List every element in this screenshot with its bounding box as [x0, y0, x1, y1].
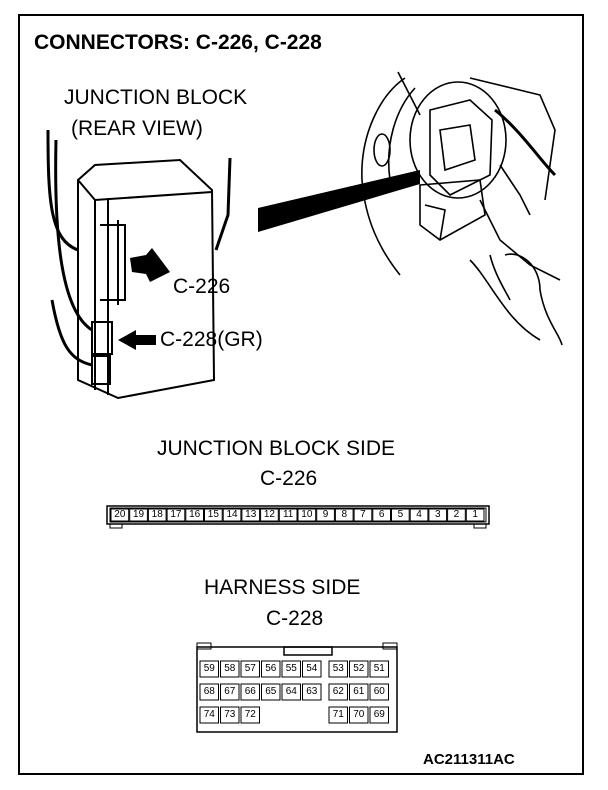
c226-pin: 10	[301, 509, 313, 520]
c226-pin: 17	[170, 509, 182, 520]
c228-pin: 57	[244, 663, 256, 674]
c226-pin: 12	[263, 509, 275, 520]
c228-pin: 74	[203, 709, 215, 720]
figure-code: AC211311AC	[423, 751, 515, 768]
c228-pin: 70	[353, 709, 365, 720]
c228-pin: 66	[244, 686, 256, 697]
c228-pin: 67	[224, 686, 236, 697]
c228-pin: 68	[203, 686, 215, 697]
c228-pin: 72	[244, 709, 256, 720]
c226-callout-label: C-226	[173, 275, 231, 298]
c228-pin: 53	[332, 663, 344, 674]
c226-pin: 9	[322, 509, 329, 520]
c226-pin: 15	[207, 509, 219, 520]
c226-pin: 1	[472, 509, 478, 520]
c226-pin: 2	[453, 509, 460, 520]
c226-pin: 11	[282, 509, 294, 520]
c228-pin: 69	[373, 709, 385, 720]
c228-pin: 59	[203, 663, 215, 674]
c226-pin: 7	[360, 509, 366, 520]
c226-pin: 8	[341, 509, 348, 520]
c226-pin: 18	[151, 509, 163, 520]
c226-pin: 3	[434, 509, 441, 520]
c228-pin: 71	[332, 709, 344, 720]
c226-pin: 6	[378, 509, 385, 520]
c228-callout-label: C-228(GR)	[160, 328, 263, 351]
c226-pin: 16	[189, 509, 201, 520]
c228-pin: 64	[285, 686, 297, 697]
c228-pin: 54	[306, 663, 318, 674]
c226-pin: 19	[132, 509, 145, 520]
c228-pin: 61	[353, 686, 365, 697]
c228-pin: 56	[265, 663, 277, 674]
harness-side-connector-label: C-228	[266, 607, 324, 630]
c226-pin: 13	[245, 509, 257, 520]
c228-pin: 62	[332, 686, 344, 697]
c226-pin: 4	[416, 509, 422, 520]
c226-pin: 14	[226, 509, 238, 520]
c226-pin: 20	[114, 509, 126, 520]
c228-pin: 63	[306, 686, 318, 697]
c228-pin: 60	[373, 686, 385, 697]
c228-pin: 51	[373, 663, 385, 674]
junction-block-subtitle: (REAR VIEW)	[71, 117, 203, 140]
jb-side-title: JUNCTION BLOCK SIDE	[157, 437, 396, 460]
diagram-frame	[18, 14, 584, 775]
c226-pin: 5	[397, 509, 404, 520]
c228-pin: 73	[224, 709, 236, 720]
c228-pin: 65	[265, 686, 277, 697]
c228-pin: 55	[285, 663, 297, 674]
jb-side-connector-label: C-226	[260, 467, 318, 490]
c228-pin: 58	[224, 663, 236, 674]
junction-block-title: JUNCTION BLOCK	[64, 86, 248, 109]
diagram-title: CONNECTORS: C-226, C-228	[34, 31, 322, 54]
c228-pin: 52	[353, 663, 365, 674]
harness-side-title: HARNESS SIDE	[204, 576, 361, 599]
